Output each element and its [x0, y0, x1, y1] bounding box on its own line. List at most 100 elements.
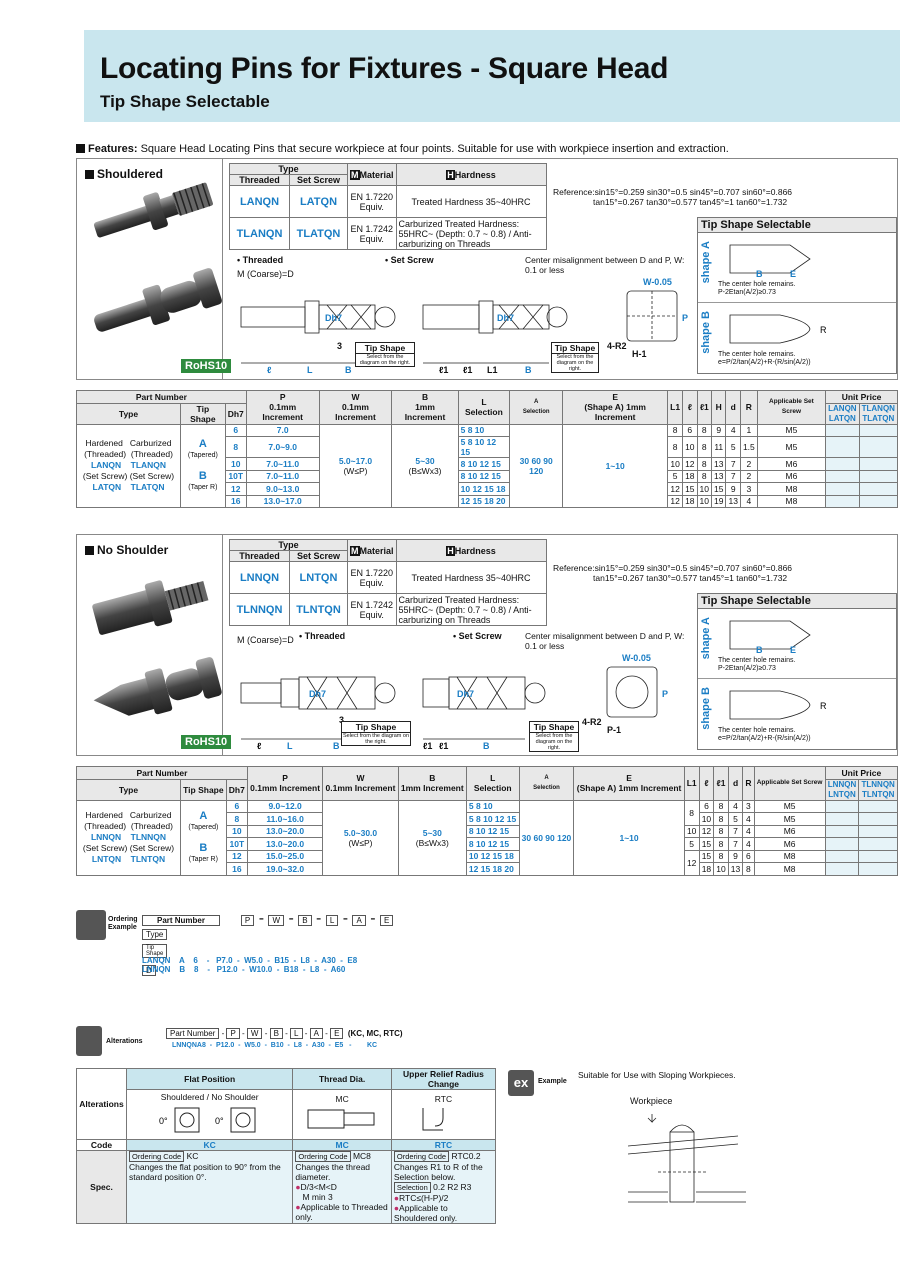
type-cell: Hardened Carburized (Threaded) (Threaded…: [76, 799, 181, 876]
num: 8: [713, 849, 729, 863]
alt-part-number: Part Number: [166, 1028, 220, 1039]
svg-text:B: B: [756, 269, 763, 279]
svg-text:ℓ1: ℓ1: [439, 365, 448, 375]
hardness-value: Carburized Treated Hardness: 55HRC~ (Dep…: [395, 217, 547, 250]
p-value: 7.0~11.0: [245, 469, 320, 483]
num: 12: [667, 494, 684, 508]
price-cell: [825, 482, 860, 496]
num: 13: [727, 862, 744, 876]
num: 11: [710, 436, 727, 458]
th-hardness: HHardness: [395, 163, 547, 186]
alt-b: B: [269, 1028, 283, 1039]
format-w: W: [268, 915, 285, 926]
alt-e: E: [330, 1028, 344, 1039]
th-l1: L1: [683, 766, 700, 801]
num: 10: [698, 812, 715, 826]
alt-w: W: [246, 1028, 263, 1039]
alt-row-label: Alterations: [76, 1068, 127, 1140]
num: 12: [682, 457, 698, 471]
th-applicable-set-screw: Applicable Set Screw: [753, 766, 826, 801]
num: 8: [683, 799, 700, 826]
d-value: 8: [224, 436, 247, 458]
svg-text:B: B: [483, 741, 490, 751]
num: 8: [713, 812, 729, 826]
price-cell: [825, 494, 860, 508]
hardness-value: Treated Hardness 35~40HRC: [395, 561, 547, 594]
th-h: H: [710, 390, 727, 425]
num: 1.5: [739, 436, 758, 458]
num: 18: [682, 494, 698, 508]
shape-b-row: shape B R The center hole remains.e=P/2/…: [698, 679, 896, 749]
num: 8: [667, 436, 684, 458]
num: 15: [698, 849, 715, 863]
num: 9: [725, 482, 741, 496]
num: 10: [683, 824, 700, 838]
spec-rtc: Ordering Code RTC0.2 Changes R1 to R of …: [390, 1150, 497, 1224]
l-values: 5 8 10: [457, 423, 511, 437]
type-code: TLNNQN: [229, 593, 290, 626]
p-value: 13.0~17.0: [245, 494, 320, 508]
price-cell: [824, 849, 860, 863]
alterations-table: Alterations Flat Position Thread Dia. Up…: [76, 1068, 497, 1224]
d-value: 10T: [224, 469, 247, 483]
type-code: TLATQN: [289, 217, 348, 250]
format-l: L: [325, 915, 339, 926]
d-value: 12: [225, 849, 248, 863]
sloping-workpiece-drawing: [628, 1114, 746, 1203]
alt-a: A: [309, 1028, 323, 1039]
shape-b-drawing: R: [729, 314, 827, 344]
shouldered-image-column: Shouldered RoHS10: [77, 159, 232, 379]
num: 9: [710, 423, 727, 437]
num: M8: [756, 494, 827, 508]
format-p: P: [240, 915, 255, 926]
price-cell: [858, 457, 899, 471]
price-cell: [824, 799, 860, 813]
tip-shape-title: Tip Shape Selectable: [698, 218, 896, 233]
e-cell: 1~10: [573, 799, 685, 876]
num: 13: [710, 469, 727, 483]
example-label: Example: [538, 1078, 567, 1085]
num: 7: [727, 824, 744, 838]
svg-text:0°: 0°: [159, 1116, 168, 1126]
code-kc: KC: [125, 1139, 294, 1151]
num: 18: [682, 469, 698, 483]
shape-b-label: shape B: [700, 311, 712, 354]
shape-b-note: The center hole remains.e=P/2/tan(A/2)+R…: [718, 351, 811, 366]
svg-text:0°: 0°: [215, 1116, 224, 1126]
l-values: 8 10 12 15: [457, 457, 511, 471]
num: 7: [725, 457, 741, 471]
rohs-badge: RoHS10: [181, 359, 232, 373]
thread-label: M (Coarse)=D: [237, 269, 294, 279]
num: 5: [727, 812, 744, 826]
format-e: E: [380, 915, 394, 926]
tip-shape-title: Tip Shape Selectable: [698, 594, 896, 609]
num: M6: [756, 469, 827, 483]
num: 8: [713, 837, 729, 851]
hardness-value: Carburized Treated Hardness: 55HRC~ (Dep…: [395, 593, 547, 626]
svg-text:4-R2: 4-R2: [582, 717, 602, 727]
shape-a-drawing: B E: [729, 620, 811, 655]
ordering-format: Part Number P - W - B - L - A - E: [142, 910, 542, 928]
num: 3: [739, 482, 758, 496]
example-section: ex Example Suitable for Use with Sloping…: [508, 1070, 898, 1270]
d-value: 6: [225, 799, 248, 813]
material-value: EN 1.7220 Equiv.: [347, 185, 397, 218]
th-type: Type: [76, 778, 181, 801]
price-cell: [824, 837, 860, 851]
p-value: 9.0~13.0: [245, 482, 320, 496]
material-value: EN 1.7242 Equiv.: [347, 217, 397, 250]
price-cell: [858, 799, 898, 813]
num: 13: [710, 457, 727, 471]
th-thread-dia: Thread Dia.: [292, 1068, 392, 1090]
l-values: 10 12 15 18: [457, 482, 511, 496]
tip-shape-callout: Tip Shape Select from the diagram on the…: [529, 721, 579, 752]
thread-dia-figure: MC: [292, 1089, 392, 1140]
th-relief-radius: Upper Relief Radius Change: [390, 1068, 497, 1090]
num: 12: [667, 482, 684, 496]
noshoulder-pin-photo: [92, 580, 222, 716]
svg-text:B: B: [333, 741, 340, 751]
